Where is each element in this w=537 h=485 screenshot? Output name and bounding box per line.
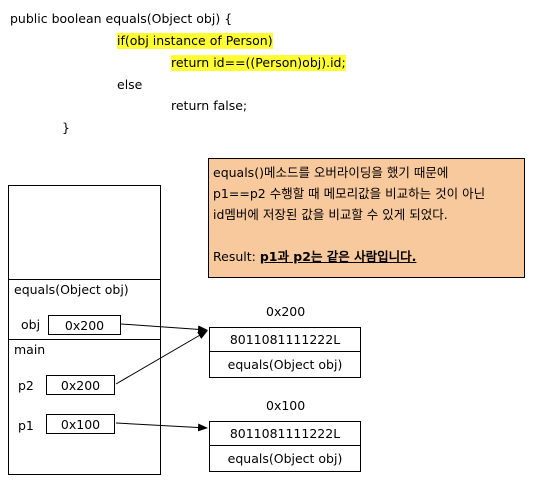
p1-label: p1	[18, 418, 34, 433]
obj-value-cell: 0x200	[48, 315, 121, 335]
obj-label: obj	[21, 317, 41, 332]
note-line-3: id멤버에 저장된 값을 비교할 수 있게 되었다.	[213, 207, 448, 222]
code-line-6: }	[62, 120, 70, 135]
heap-object-2-id-text: 8011081111222L	[229, 426, 341, 441]
code-line-2: if(obj instance of Person)	[117, 33, 273, 49]
p1-reference-arrow	[115, 422, 208, 432]
p2-value: 0x200	[60, 377, 101, 393]
main-frame-label: main	[14, 342, 46, 357]
heap-object-1-id-text: 8011081111222L	[229, 332, 341, 347]
p2-reference-arrow	[115, 330, 208, 385]
obj-reference-arrow	[120, 323, 208, 334]
note-line-1: equals()메소드를 오버라이딩을 했기 때문에	[213, 165, 449, 180]
heap-object-1-method: equals(Object obj)	[209, 351, 361, 378]
code-line-4: else	[117, 77, 143, 92]
note-line-2: p1==p2 수행할 때 메모리값을 비교하는 것이 아닌	[213, 186, 486, 201]
p2-value-cell: 0x200	[46, 375, 115, 395]
code-line-1: public boolean equals(Object obj) {	[10, 11, 233, 26]
explanation-note: equals()메소드를 오버라이딩을 했기 때문에 p1==p2 수행할 때 …	[208, 158, 525, 278]
code-line-5: return false;	[171, 98, 248, 113]
result-prefix: Result:	[213, 249, 260, 264]
stack-divider-main	[8, 339, 161, 340]
obj-value: 0x200	[64, 317, 105, 333]
code-line-3: return id==((Person)obj).id;	[171, 55, 346, 71]
p1-value-cell: 0x100	[46, 414, 115, 434]
p2-label: p2	[18, 378, 34, 393]
heap-object-2-method-text: equals(Object obj)	[227, 451, 343, 466]
stack-divider-top	[8, 279, 161, 280]
result-text: p1과 p2는 같은 사람입니다.	[259, 249, 417, 264]
heap-object-1-method-text: equals(Object obj)	[227, 357, 343, 372]
p1-value: 0x100	[60, 416, 101, 432]
heap-object-2-address: 0x100	[266, 398, 306, 413]
heap-object-2-method: equals(Object obj)	[209, 445, 361, 472]
heap-object-1-address: 0x200	[266, 304, 306, 319]
note-result: Result: p1과 p2는 같은 사람입니다.	[213, 246, 524, 267]
heap-object-2-id: 8011081111222L	[209, 421, 361, 446]
equals-frame-label: equals(Object obj)	[14, 282, 129, 297]
